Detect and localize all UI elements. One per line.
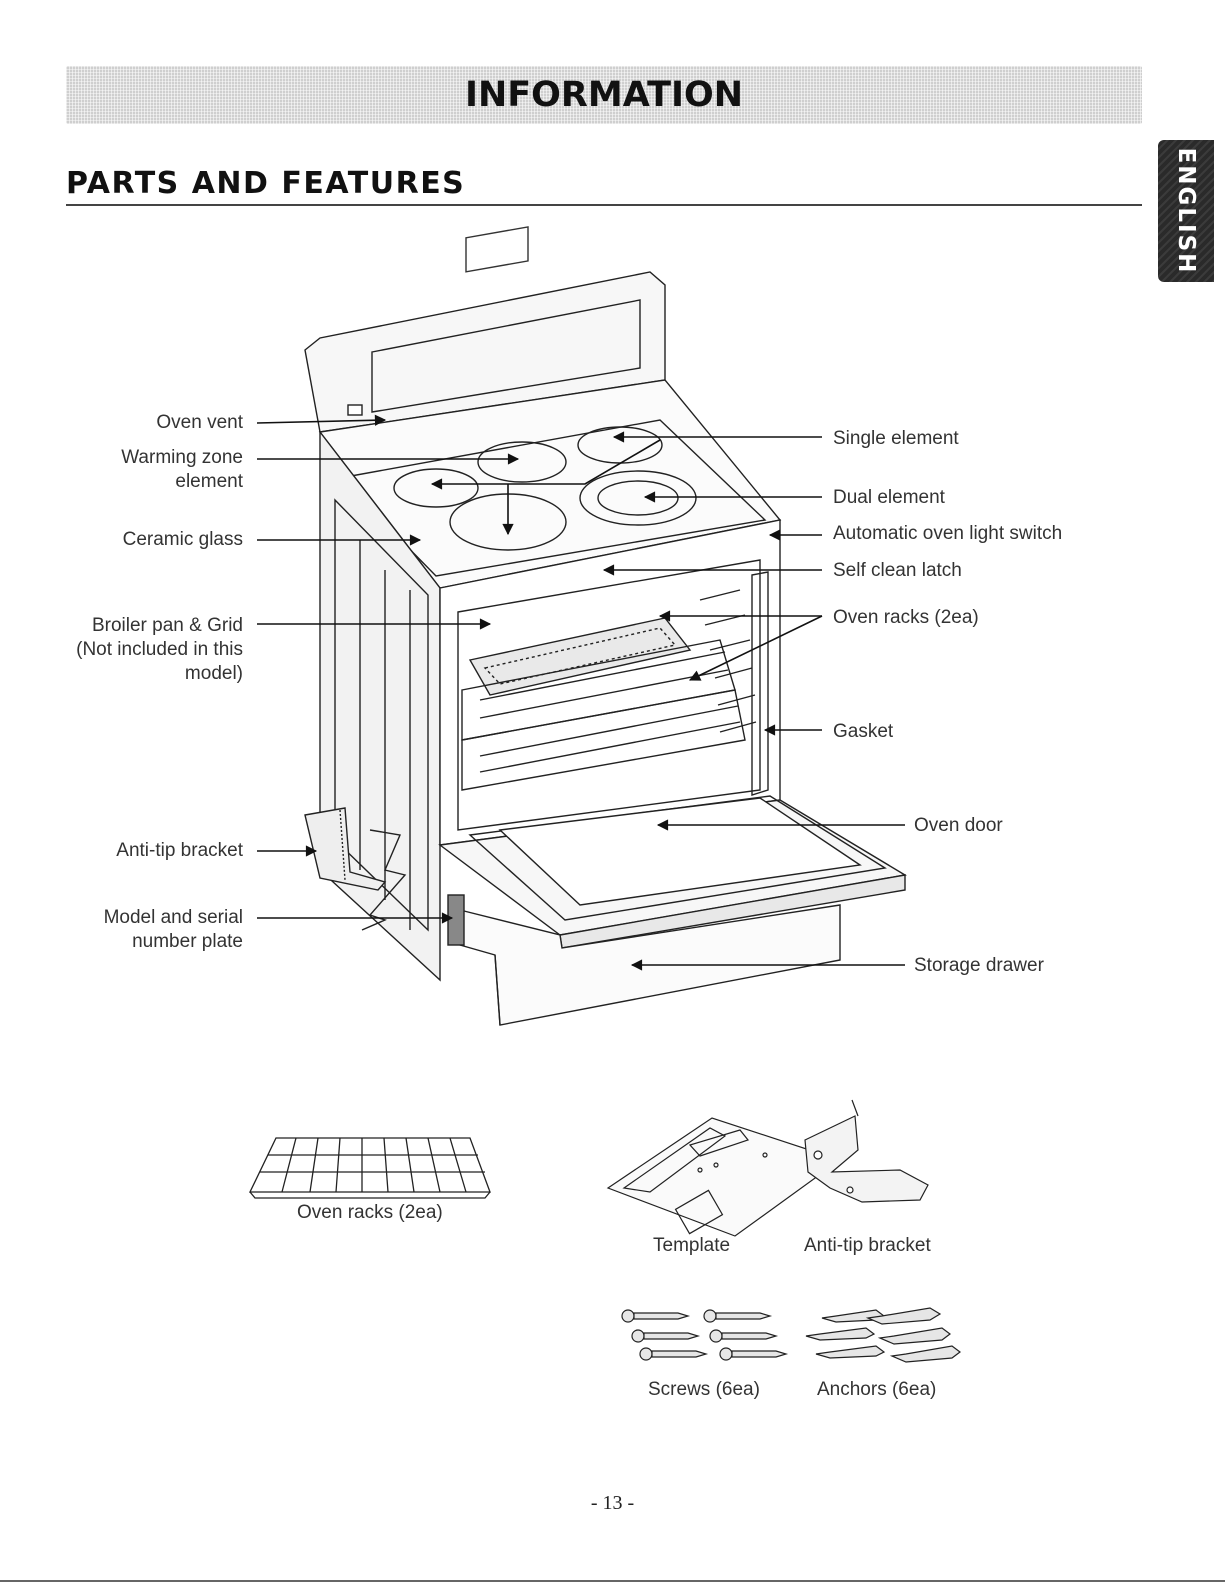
caption-anti-tip-bracket: Anti-tip bracket xyxy=(804,1234,931,1258)
label-gasket: Gasket xyxy=(833,720,893,744)
screws-illustration xyxy=(622,1310,786,1360)
template-illustration xyxy=(608,1118,840,1236)
label-broiler-note-end: model) xyxy=(185,662,243,686)
label-ceramic-glass: Ceramic glass xyxy=(123,528,243,552)
bottom-rule xyxy=(0,1580,1225,1582)
page-number: - 13 - xyxy=(0,1492,1225,1515)
label-auto-light-switch: Automatic oven light switch xyxy=(833,522,1062,546)
label-model-serial-plate: number plate xyxy=(132,930,243,954)
label-anti-tip-bracket: Anti-tip bracket xyxy=(116,839,243,863)
anchors-illustration xyxy=(806,1308,960,1362)
label-storage-drawer: Storage drawer xyxy=(914,954,1044,978)
label-model-serial: Model and serial xyxy=(104,906,243,930)
label-broiler-pan: Broiler pan & Grid xyxy=(92,614,243,638)
label-warming-zone: Warming zone xyxy=(121,446,243,470)
caption-anchors: Anchors (6ea) xyxy=(817,1378,936,1402)
label-oven-vent: Oven vent xyxy=(156,411,243,435)
oven-rack-illustration xyxy=(250,1138,490,1198)
label-self-clean-latch: Self clean latch xyxy=(833,559,962,583)
label-oven-door: Oven door xyxy=(914,814,1003,838)
label-oven-racks: Oven racks (2ea) xyxy=(833,606,979,630)
caption-template: Template xyxy=(653,1234,730,1258)
range-illustration xyxy=(305,227,905,1025)
label-warming-zone-element: element xyxy=(175,470,243,494)
label-broiler-note: (Not included in this xyxy=(76,638,243,662)
caption-screws: Screws (6ea) xyxy=(648,1378,760,1402)
label-single-element: Single element xyxy=(833,427,959,451)
caption-oven-racks: Oven racks (2ea) xyxy=(297,1201,443,1225)
label-dual-element: Dual element xyxy=(833,486,945,510)
anti-tip-bracket-illustration xyxy=(805,1100,928,1202)
